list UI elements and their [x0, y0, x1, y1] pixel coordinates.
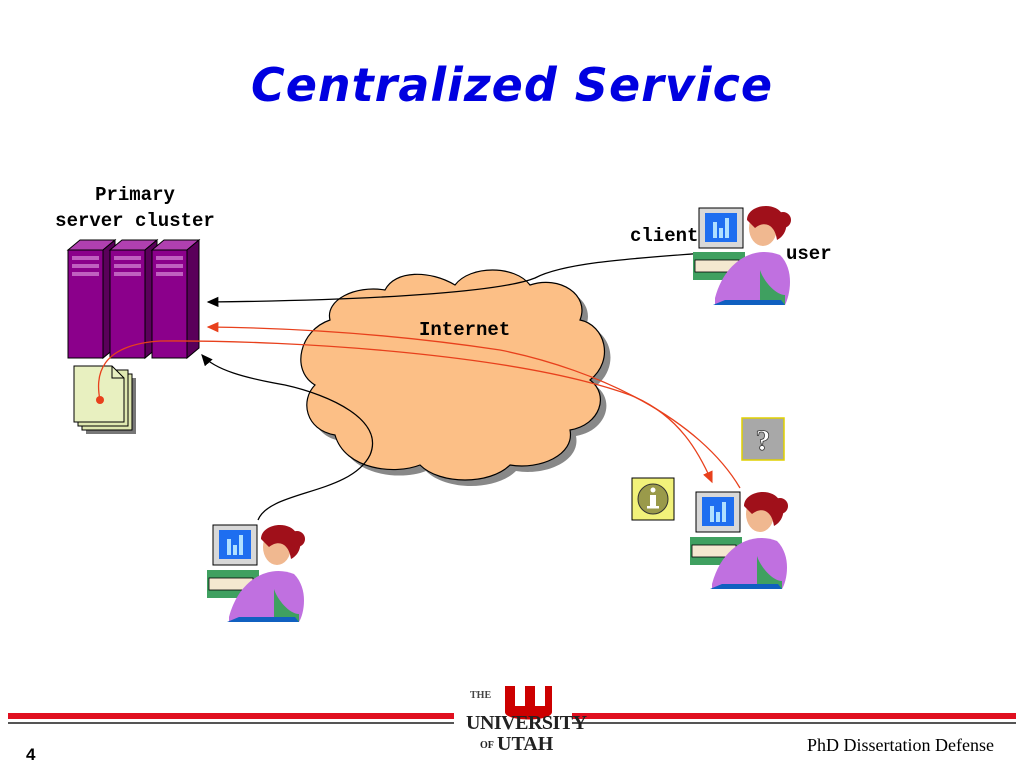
- footer-red-line-left: [8, 713, 454, 719]
- server-unit-3: [150, 238, 201, 360]
- slide-title: Centralized Service: [250, 58, 774, 112]
- info-icon: [631, 477, 675, 521]
- footer-text: PhD Dissertation Defense: [807, 735, 994, 755]
- server-unit-1: [66, 238, 117, 360]
- svg-text:?: ?: [756, 424, 771, 457]
- client-user-figure: [693, 205, 791, 305]
- logo-university: UNIVERSITY: [466, 712, 587, 734]
- logo-the: THE: [470, 690, 492, 701]
- footer-gray-line-left: [8, 722, 454, 724]
- server-unit-2: [108, 238, 159, 360]
- server-cluster: [66, 238, 201, 360]
- user-label: user: [786, 243, 832, 265]
- footer-red-line-right: [572, 713, 1016, 719]
- user-figure-bottom-right: [690, 491, 788, 589]
- university-logo-mark: [505, 686, 552, 720]
- right-user-to-server-arrow: [206, 321, 741, 489]
- client-to-server-line: [206, 252, 706, 308]
- document-anchor-dot: [96, 396, 104, 404]
- document-to-user-arrow: [97, 340, 713, 484]
- user-figure-bottom-left: [207, 524, 305, 622]
- internet-label: Internet: [419, 319, 511, 341]
- documents-icon: [73, 365, 136, 434]
- bottom-user-to-server-line: [201, 354, 373, 521]
- question-icon: ?: [741, 417, 785, 461]
- slide-number: 4: [26, 745, 36, 764]
- client-label: client: [630, 225, 699, 247]
- footer-gray-line-right: [572, 722, 1016, 724]
- internet-cloud: [300, 269, 611, 486]
- logo-utah: UTAH: [497, 733, 554, 755]
- logo-of: OF: [480, 740, 494, 751]
